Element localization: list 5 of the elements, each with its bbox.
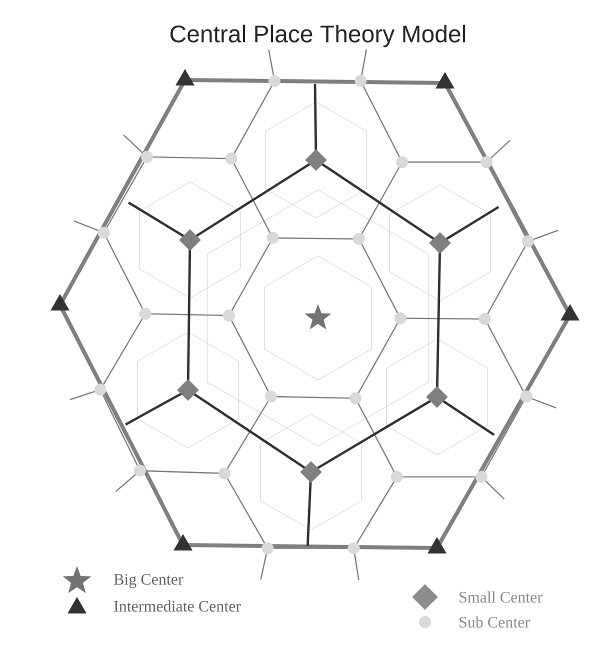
legend-label: Intermediate Center (114, 600, 241, 612)
title: Central Place Theory Model (170, 24, 466, 48)
legend-label: Sub Center (460, 616, 530, 628)
legend-label: Big Center (114, 574, 184, 588)
legend-label: Small Center (460, 591, 542, 603)
